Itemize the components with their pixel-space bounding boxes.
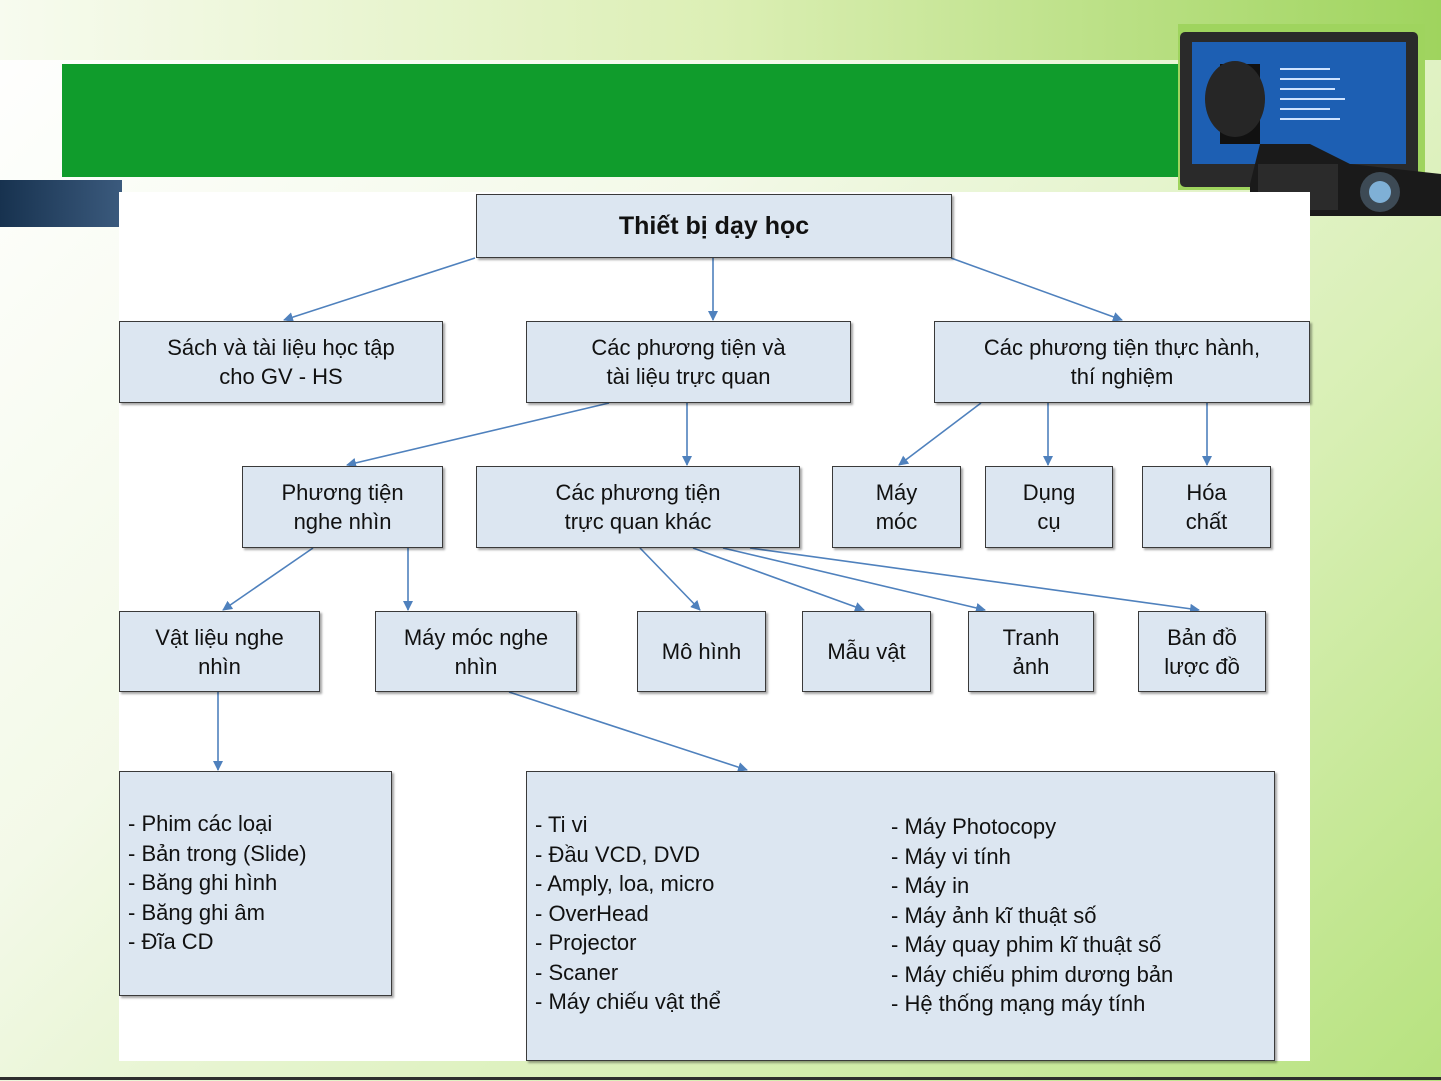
list-item: - Bản trong (Slide) bbox=[128, 840, 307, 866]
accent-bar bbox=[0, 180, 122, 227]
node-chemicals: Hóa chất bbox=[1142, 466, 1271, 548]
list-item: - Đầu VCD, DVD bbox=[535, 841, 701, 867]
node-visual-aids: Các phương tiện và tài liệu trực quan bbox=[526, 321, 851, 403]
node-machines: Máy móc bbox=[832, 466, 961, 548]
list-item: - Máy ảnh kĩ thuật số bbox=[891, 902, 1097, 928]
list-item: - Projector bbox=[535, 930, 637, 955]
list-item: - Băng ghi âm bbox=[128, 899, 265, 925]
root-node: Thiết bị dạy học bbox=[476, 194, 952, 258]
node-other-visual-aids: Các phương tiện trực quan khác bbox=[476, 466, 800, 548]
list-item: - Máy in bbox=[891, 873, 970, 898]
arrow bbox=[283, 257, 476, 322]
arrow bbox=[749, 547, 1200, 614]
laptop-and-projector-image bbox=[1178, 24, 1441, 216]
node-pictures: Tranh ảnh bbox=[968, 611, 1094, 692]
list-item: - Máy vi tính bbox=[891, 843, 1011, 869]
arrow bbox=[692, 547, 865, 612]
list-item: - Máy Photocopy bbox=[891, 814, 1057, 839]
list-item: - Ti vi bbox=[535, 812, 588, 837]
list-item: - Hệ thống mạng máy tính bbox=[891, 991, 1146, 1016]
arrow bbox=[222, 547, 314, 611]
list-item: - Máy quay phim kĩ thuật số bbox=[891, 932, 1162, 957]
arrow bbox=[898, 402, 982, 466]
list-item: - Đĩa CD bbox=[128, 929, 214, 954]
list-item: - Scaner bbox=[535, 959, 619, 985]
arrow bbox=[508, 691, 748, 772]
node-practice-experiment: Các phương tiện thực hành, thí nghiệm bbox=[934, 321, 1310, 403]
list-item: - Amply, loa, micro bbox=[535, 871, 715, 896]
arrow bbox=[950, 257, 1123, 322]
node-av-materials: Vật liệu nghe nhìn bbox=[119, 611, 320, 692]
node-specimens: Mẫu vật bbox=[802, 611, 931, 692]
list-item: - Băng ghi hình bbox=[128, 870, 278, 895]
node-audiovisual: Phương tiện nghe nhìn bbox=[242, 466, 443, 548]
node-tools: Dụng cụ bbox=[985, 466, 1113, 548]
list-item: - OverHead bbox=[535, 900, 649, 926]
machines-list-box: - Ti vi - Đầu VCD, DVD - Amply, loa, mic… bbox=[526, 771, 1275, 1061]
arrow bbox=[346, 402, 610, 468]
list-item: - Máy chiếu phim dương bản bbox=[891, 961, 1174, 987]
slide-title-bar bbox=[62, 64, 1230, 177]
node-models: Mô hình bbox=[637, 611, 766, 692]
node-av-machines: Máy móc nghe nhìn bbox=[375, 611, 577, 692]
arrow bbox=[722, 547, 986, 613]
list-item: - Phim các loại bbox=[128, 811, 273, 836]
node-maps: Bản đồ lược đồ bbox=[1138, 611, 1266, 692]
diagram-panel: Thiết bị dạy học Sách và tài liệu học tậ… bbox=[119, 192, 1310, 1061]
arrow bbox=[639, 547, 701, 611]
node-books: Sách và tài liệu học tập cho GV - HS bbox=[119, 321, 443, 403]
footer-line bbox=[0, 1077, 1441, 1080]
connector-arrows bbox=[213, 257, 1212, 772]
list-item: - Máy chiếu vật thể bbox=[535, 989, 721, 1014]
materials-list-box: - Phim các loại - Bản trong (Slide) - Bă… bbox=[119, 771, 392, 996]
